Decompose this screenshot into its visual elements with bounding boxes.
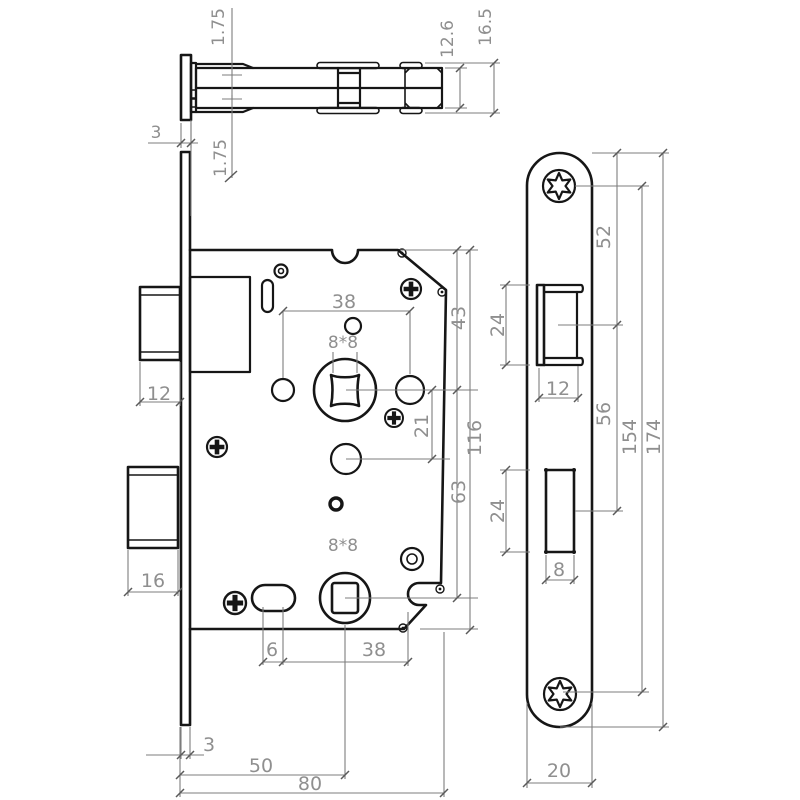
- fixing-hole-left: [270, 377, 296, 403]
- dim-rail-offset-top: 1.75: [209, 8, 229, 46]
- dim-top-hole-spacing: 38: [332, 291, 356, 313]
- dim-top-to-latch: 52: [593, 225, 615, 249]
- guide-pin: [273, 263, 289, 279]
- dim-faceplate-width: 20: [547, 760, 571, 782]
- bolt-clip: [399, 106, 423, 115]
- bolt-clip: [316, 61, 380, 70]
- deadbolt-chamfer: [127, 474, 179, 541]
- dim-deadbolt-cutout-height: 24: [487, 499, 509, 523]
- bolt-end-cap: [404, 67, 443, 109]
- adjust-slot-horizontal: [250, 583, 297, 613]
- dim-case-depth: 80: [298, 773, 322, 795]
- dim-faceplate-height: 174: [643, 419, 665, 455]
- faceplate-edge: [179, 53, 193, 122]
- dim-deadbolt-protrusion: 16: [141, 570, 165, 592]
- dim-spindle-square-bottom: 8*8: [328, 536, 358, 556]
- phillips-screw: [207, 437, 227, 457]
- dimension-labels: 1.75 12.6 16.5 3 1.75 12 38 8*8 43 21 11…: [141, 8, 665, 795]
- bolt-side-view: [179, 53, 444, 122]
- dim-plate-thickness-bottom: 3: [203, 734, 215, 756]
- faceplate-edge-front: [179, 150, 192, 727]
- spindle-square-top: [329, 373, 361, 408]
- dim-screw-spacing: 154: [619, 419, 641, 455]
- dim-case-height: 116: [464, 420, 486, 456]
- dim-latch-protrusion: 12: [147, 383, 171, 405]
- spindle-hub: [336, 66, 362, 110]
- dim-slot-width: 6: [266, 639, 278, 661]
- deadbolt: [126, 465, 180, 550]
- dim-latch-cutout-height: 24: [487, 313, 509, 337]
- bolt-rail-top: [194, 62, 255, 70]
- dim-slot-to-follower: 38: [362, 639, 386, 661]
- torx-screw: [541, 168, 577, 204]
- dimension-lines: [127, 8, 669, 797]
- stop-pin: [328, 496, 344, 512]
- phillips-screw: [401, 279, 421, 299]
- dim-overall-height: 16.5: [476, 8, 496, 46]
- latch-bolt-chamfer: [139, 294, 181, 353]
- dim-backset: 50: [249, 755, 273, 777]
- dim-top-to-spindle: 43: [448, 306, 470, 330]
- faceplate-outline: [525, 151, 594, 729]
- faceplate-front-view: [525, 151, 594, 729]
- dim-spindle-to-hole: 21: [411, 414, 433, 438]
- latch-housing: [188, 275, 252, 374]
- cylinder-pin-outer: [399, 546, 425, 572]
- guide-pin-center: [277, 267, 285, 275]
- dim-latch-to-deadbolt: 56: [593, 402, 615, 426]
- rivet-pin: [435, 584, 445, 594]
- dim-bolt-height: 12.6: [438, 20, 458, 58]
- dim-spindle-square-top: 8*8: [328, 333, 358, 353]
- bolt-clip: [399, 61, 423, 70]
- latch-bolt: [138, 285, 182, 362]
- dim-spindle-to-spindle: 63: [448, 480, 470, 504]
- phillips-screw: [224, 592, 246, 614]
- torx-screw: [542, 676, 578, 712]
- dim-rail-offset-bottom: 1.75: [211, 139, 231, 177]
- deadbolt-cutout: [544, 468, 576, 554]
- bolt-clip: [316, 106, 380, 115]
- phillips-screw: [385, 409, 403, 427]
- cylinder-pin-inner: [406, 553, 418, 565]
- dim-deadbolt-cutout-width: 8: [553, 559, 565, 581]
- lock-case-front-view: [126, 150, 448, 727]
- dim-latch-cutout-width: 12: [546, 378, 570, 400]
- case-outline: [188, 248, 448, 631]
- bolt-rail-bottom: [194, 106, 255, 114]
- small-hole: [343, 316, 363, 336]
- dimension-ticks: [123, 58, 668, 798]
- adjust-slot-vertical: [260, 278, 275, 314]
- dim-plate-thickness-top: 3: [151, 123, 162, 143]
